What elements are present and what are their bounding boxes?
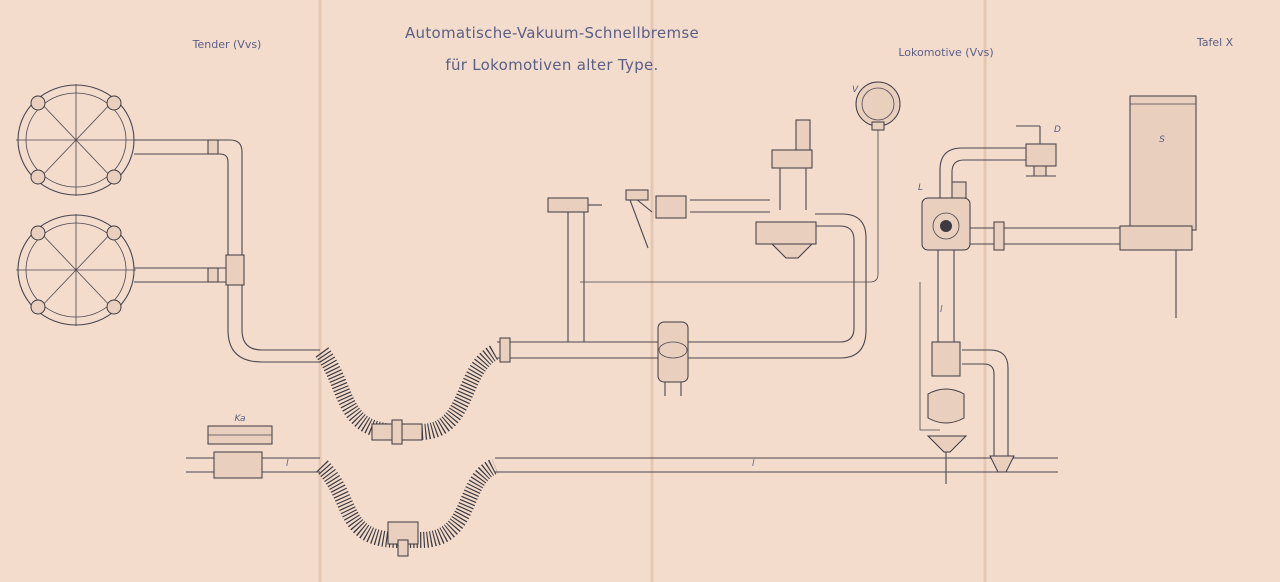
tender-cylinder-upper [16,84,136,196]
tender-piping [134,139,320,363]
lokomotive-label: Lokomotive (Vvs) [898,46,993,59]
tafel-label: Tafel X [1196,36,1234,49]
lower-hose-coupling [387,521,419,557]
valve-d: D [1016,125,1061,177]
vacuum-gauge-v: V [852,81,901,131]
main-loco-pipe [497,197,867,363]
control-line [580,125,879,283]
drawing-title-line1: Automatische-Vakuum-Schnellbremse [405,24,699,42]
reservoir-pipe [970,221,1122,251]
train-pipe [186,451,1058,479]
tender-cylinder-lower [16,214,136,326]
label-v: V [852,85,859,95]
ejector-assembly [625,119,817,259]
label-s: S [1159,135,1165,145]
driver-brake-valve-l: L [918,147,1026,251]
fold-lines [318,0,987,582]
label-d: D [1054,125,1061,135]
ka-valve: Ka [207,414,273,445]
label-l-3: l [940,305,943,315]
label-l-1: l [286,459,289,469]
upper-hose-coupling [371,419,423,445]
tender-label: Tender (Vvs) [192,38,262,51]
upper-connecting-hose [315,344,500,440]
vacuum-reservoir-s: S [1119,95,1197,318]
drawing-title-line2: für Lokomotiven alter Type. [445,56,658,74]
label-ka: Ka [234,414,245,424]
central-valve [657,321,689,396]
drip-trap-assembly: l [919,250,1015,484]
label-l: L [918,183,923,193]
label-l-2: l [752,459,755,469]
